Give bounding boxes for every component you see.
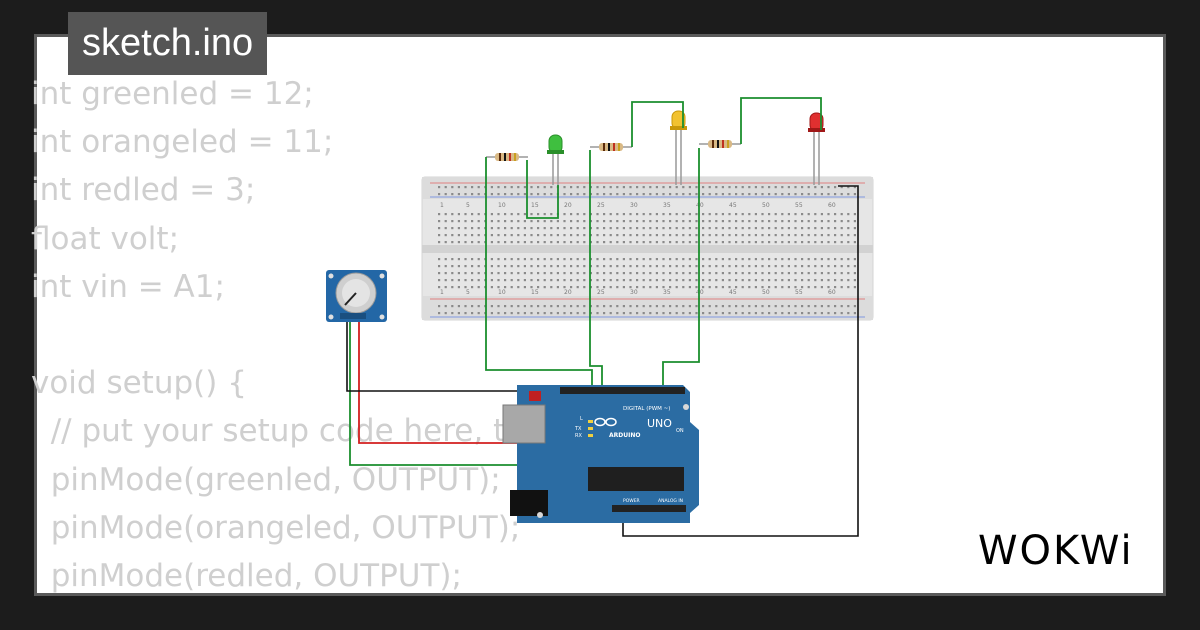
rx-label: RX — [575, 433, 582, 439]
reset-button[interactable] — [529, 391, 541, 401]
code-preview: int greenled = 12; int orangeled = 11; int… — [31, 70, 520, 600]
analog-label: ANALOG IN — [658, 498, 683, 504]
resistor-1[interactable] — [486, 153, 528, 161]
power-jack — [510, 490, 548, 516]
bb-col-number: 55 — [795, 289, 803, 296]
usb-port — [502, 404, 546, 444]
code-line: int greenled = 12; — [31, 76, 314, 112]
code-line: pinMode(orangeled, OUTPUT); — [31, 509, 521, 546]
bb-col-number: 60 — [828, 202, 836, 209]
bb-col-number: 5 — [466, 289, 470, 296]
resistor-2[interactable] — [590, 143, 632, 151]
l-label: L — [580, 416, 583, 422]
code-line: float volt; — [31, 220, 180, 257]
arduino-logo-icon — [594, 417, 617, 427]
potentiometer[interactable] — [326, 270, 387, 322]
bb-col-number: 35 — [663, 202, 671, 209]
code-line: int redled = 3; — [31, 172, 256, 209]
power-analog-header — [612, 505, 686, 512]
bb-col-number: 25 — [597, 202, 605, 209]
wokwi-logo: WOKWi — [978, 528, 1134, 574]
uno-label: UNO — [647, 417, 672, 430]
bb-col-number: 60 — [828, 289, 836, 296]
code-line: pinMode(greenled, OUTPUT); — [31, 461, 501, 498]
tx-label: TX — [574, 426, 582, 432]
code-line: int orangeled = 11; — [31, 124, 334, 161]
bb-col-number: 35 — [663, 289, 671, 296]
code-line: int vin = A1; — [31, 268, 225, 305]
bb-col-number: 30 — [630, 202, 638, 209]
bb-col-number: 40 — [696, 289, 704, 296]
code-line: pinMode(redled, OUTPUT); — [31, 557, 462, 594]
bb-col-number: 50 — [762, 289, 770, 296]
bb-col-number: 50 — [762, 202, 770, 209]
bb-col-number: 10 — [498, 202, 506, 209]
wires-green[interactable] — [349, 97, 822, 500]
on-label: ON — [676, 428, 684, 434]
arduino-uno-board[interactable]: DIGITAL (PWM ~) UNO ARDUINO TX RX L ON P… — [502, 385, 699, 523]
bb-col-number: 15 — [531, 202, 539, 209]
led-yellow[interactable] — [670, 110, 687, 185]
digital-header — [560, 387, 685, 394]
bb-col-number: 20 — [564, 202, 572, 209]
resistor-3[interactable] — [699, 140, 741, 148]
bb-col-number: 15 — [531, 289, 539, 296]
bb-col-number: 1 — [440, 202, 444, 209]
bb-col-number: 1 — [440, 289, 444, 296]
led-red[interactable] — [808, 112, 825, 185]
bb-col-number: 55 — [795, 202, 803, 209]
bb-col-number: 10 — [498, 289, 506, 296]
led-green[interactable] — [547, 134, 564, 185]
digital-label: DIGITAL (PWM ~) — [623, 406, 670, 412]
bb-col-number: 30 — [630, 289, 638, 296]
bb-col-number: 25 — [597, 289, 605, 296]
bb-col-number: 20 — [564, 289, 572, 296]
bb-col-number: 5 — [466, 202, 470, 209]
microcontroller-chip — [588, 467, 684, 491]
breadboard[interactable]: 1 5 10 15 20 25 30 35 40 45 50 55 60 1 5… — [421, 176, 874, 321]
bb-col-number: 40 — [696, 202, 704, 209]
code-line: void setup() { — [31, 365, 247, 402]
sketch-title: sketch.ino — [68, 12, 268, 75]
arduino-label: ARDUINO — [609, 432, 640, 439]
power-label: POWER — [623, 498, 640, 504]
bb-col-number: 45 — [729, 202, 737, 209]
bb-col-number: 45 — [729, 289, 737, 296]
